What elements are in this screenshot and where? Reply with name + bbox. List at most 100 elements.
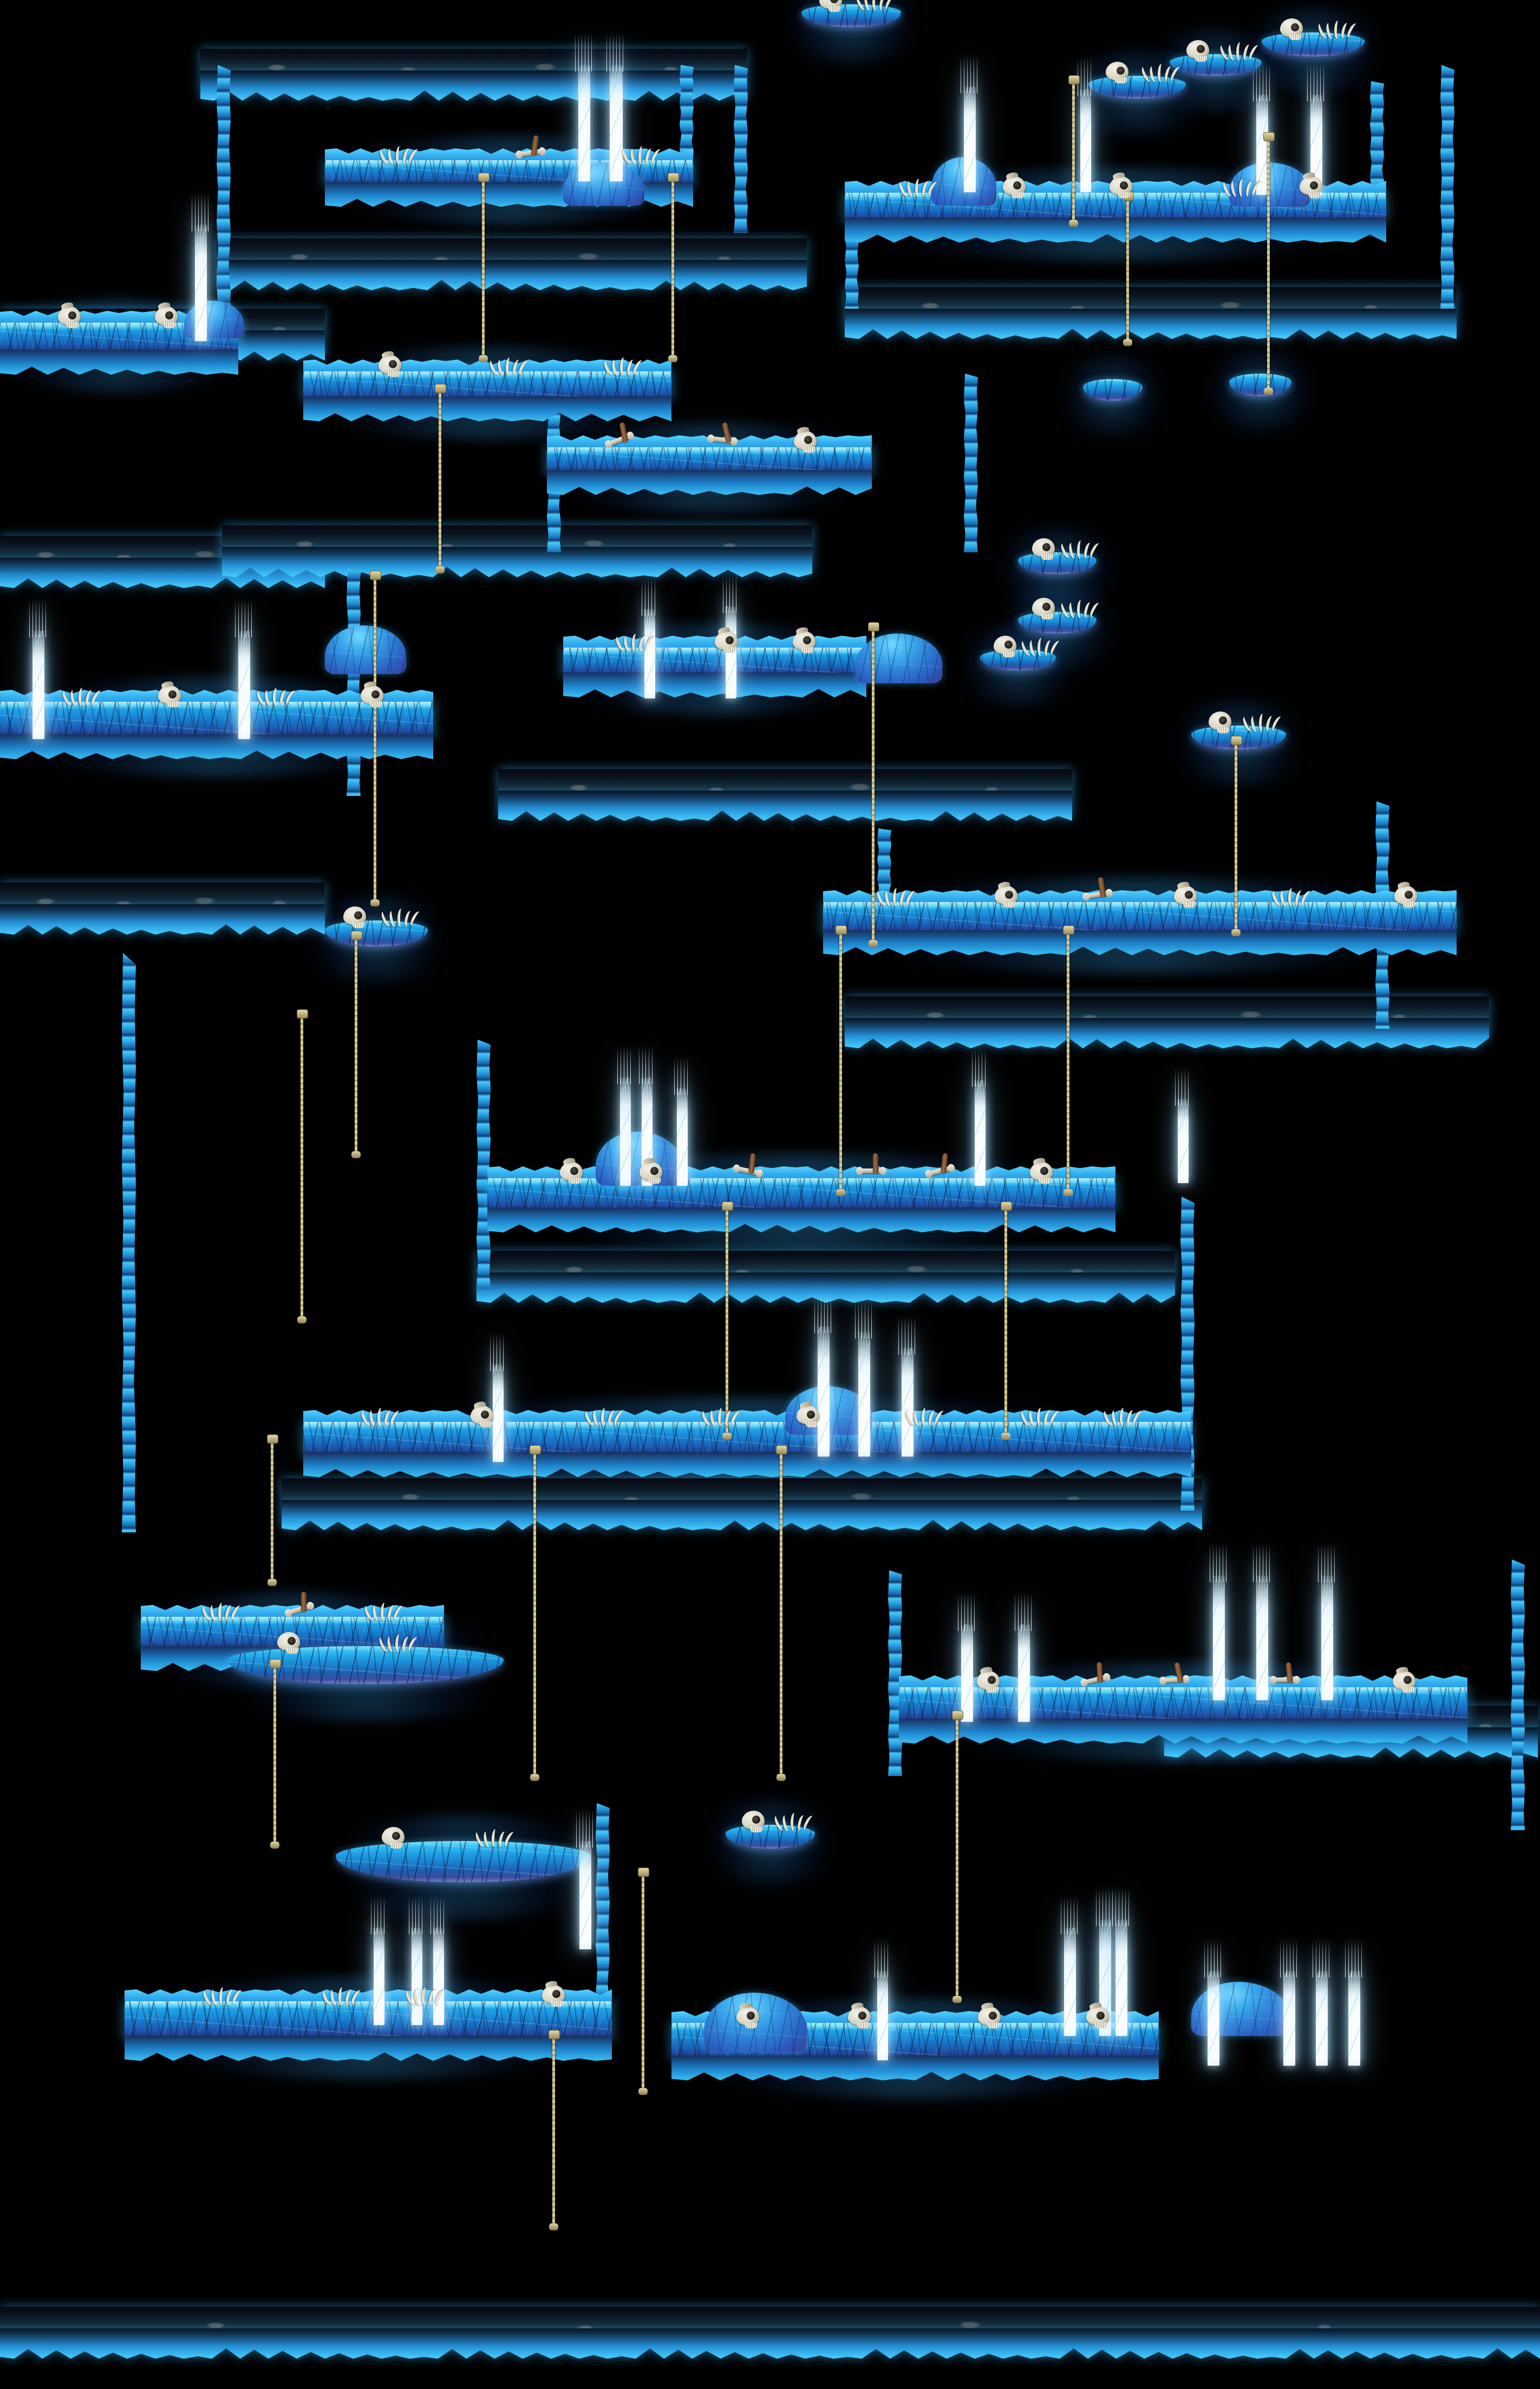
skull-eye-socket xyxy=(1042,543,1051,551)
crystal-glow xyxy=(92,1976,644,2079)
skull-jaw xyxy=(1041,613,1053,619)
rope-end-knot xyxy=(776,1774,786,1781)
bone-rib xyxy=(614,635,628,653)
crystal-wall xyxy=(1375,801,1389,1029)
bone-rib xyxy=(611,358,622,377)
island-facet-texture xyxy=(1229,374,1291,396)
light-spire xyxy=(898,1317,917,1457)
bone-pile xyxy=(200,1602,244,1622)
floating-island xyxy=(227,1646,504,1684)
crystal-glow xyxy=(108,1592,477,1689)
skull-horn xyxy=(795,626,808,635)
crystal-platform xyxy=(0,311,238,375)
spire-needle-tips xyxy=(490,1333,507,1371)
skull-eye-socket xyxy=(391,1831,400,1840)
bone-rib xyxy=(1042,1409,1054,1427)
skull-eye-socket xyxy=(858,2011,867,2020)
spire-shaft-lines xyxy=(677,1088,688,1186)
skull-eye-socket xyxy=(1403,1675,1412,1684)
rope-end-knot xyxy=(1264,388,1273,395)
skull-horn xyxy=(161,680,174,689)
spire-spiral-bands xyxy=(1283,1971,1295,2066)
bone-rib xyxy=(272,687,280,707)
bone-rib xyxy=(391,1604,406,1622)
platform-top-spikes xyxy=(125,1989,612,2008)
skull-decoration xyxy=(848,2001,871,2028)
spire-shaft-lines xyxy=(32,631,44,739)
crystal-glow xyxy=(1137,27,1294,114)
platform-top-spikes xyxy=(0,311,238,329)
crystal-glow xyxy=(791,877,1489,974)
spire-spiral-bands xyxy=(1256,1576,1268,1700)
spire-shaft-lines xyxy=(877,1971,888,2060)
spire-spiral-bands xyxy=(195,225,207,341)
skull-horn xyxy=(1088,2001,1102,2010)
bone-rib xyxy=(338,1987,346,2006)
spire-needle-tips xyxy=(898,1317,917,1355)
bone-pile xyxy=(320,1986,363,2007)
crystal-facet-texture xyxy=(125,2001,612,2039)
skull-horn xyxy=(1112,171,1125,180)
bone-rib xyxy=(591,1409,602,1427)
bone-rib xyxy=(1059,601,1073,619)
floating-island xyxy=(726,1825,815,1849)
skull-jaw xyxy=(1012,192,1024,198)
skull-decoration xyxy=(379,350,402,377)
bone-rib xyxy=(1324,22,1335,40)
bone-rib xyxy=(1169,65,1183,83)
bone-rib xyxy=(1037,637,1045,657)
bone-rib xyxy=(1316,22,1330,40)
skull-jaw xyxy=(1402,1687,1414,1693)
long-bone xyxy=(928,1165,953,1177)
skull-decoration xyxy=(1029,1157,1053,1184)
spire-spiral-bands xyxy=(578,65,590,181)
bone-rib xyxy=(84,689,95,707)
bone-rib xyxy=(622,635,633,653)
bone-pile xyxy=(201,1986,245,2007)
crystal-wall xyxy=(477,1040,491,1289)
bone-rib xyxy=(1340,22,1350,40)
ceiling-strip xyxy=(222,525,812,577)
rope-anchor-peg xyxy=(530,1445,541,1454)
crystal-mound xyxy=(1191,1982,1289,2036)
platform-body xyxy=(0,702,433,737)
spire-needle-tips xyxy=(430,1896,447,1934)
crystal-mound xyxy=(1229,162,1310,207)
bone-rib xyxy=(89,689,103,707)
skull-eye-socket xyxy=(830,0,838,3)
rope-ladder xyxy=(1263,132,1275,395)
skull-horn xyxy=(1006,171,1019,180)
skull-decoration xyxy=(343,906,367,928)
skull-jaw xyxy=(724,647,736,653)
crystal-mound xyxy=(704,1993,807,2052)
ceiling-strip xyxy=(498,769,1072,821)
rope-ladder xyxy=(1123,192,1134,346)
crystal-glow xyxy=(1229,5,1397,94)
skull-decoration xyxy=(1394,880,1417,908)
spire-shaft-lines xyxy=(858,1332,870,1457)
rope-ladder xyxy=(776,1445,787,1781)
crystal-glow xyxy=(693,1798,847,1887)
spire-shaft-lines xyxy=(1208,1971,1219,2066)
stalactite-teeth xyxy=(845,309,1457,339)
spire-shaft-lines xyxy=(620,1078,631,1186)
bone-rib xyxy=(396,908,405,928)
crystal-platform xyxy=(823,890,1457,955)
bone-rib xyxy=(230,1604,244,1622)
rope-ladder xyxy=(1231,736,1242,936)
crystal-wall xyxy=(122,953,136,1532)
light-spire xyxy=(874,1940,891,2060)
crystal-glow xyxy=(1056,49,1218,136)
stalactite-teeth xyxy=(1164,1727,1538,1758)
skull-jaw xyxy=(857,2022,869,2028)
bone-pile xyxy=(1218,41,1261,62)
bone-rib xyxy=(69,689,80,707)
skull-eye-socket xyxy=(1119,181,1128,190)
skull-eye-socket xyxy=(988,2011,997,2020)
mound-facet-texture xyxy=(931,157,996,206)
long-bone xyxy=(607,433,632,447)
light-spire xyxy=(29,599,48,739)
